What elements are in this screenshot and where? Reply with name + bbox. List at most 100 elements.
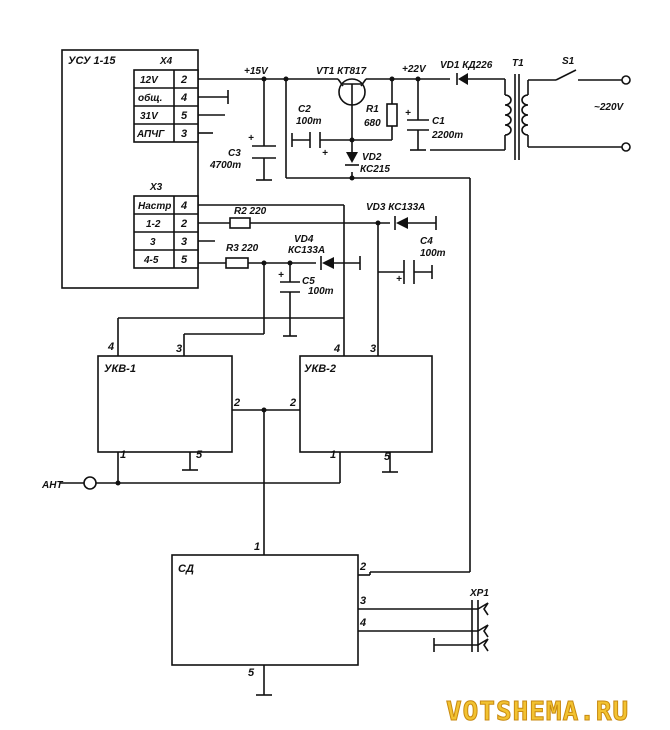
- c3-plus-sign: +: [248, 133, 254, 144]
- c4-capacitor: [403, 260, 415, 284]
- ukv1-pin-3: 3: [176, 343, 182, 355]
- s1-label: S1: [562, 56, 575, 67]
- sd-pin-5: 5: [248, 667, 255, 679]
- ukv2-pin-1: 1: [330, 449, 336, 461]
- x4-connector-name: X4: [159, 56, 173, 67]
- vt1-label: VT1 КТ817: [316, 66, 367, 77]
- r1-resistor: [386, 103, 398, 127]
- junction-dot: [261, 407, 267, 413]
- x3-row-1-label: Настр: [138, 201, 171, 212]
- x3-row-4-pin: 5: [181, 254, 188, 266]
- x4-connector: [133, 69, 199, 143]
- vd1-label: VD1 КД226: [440, 60, 493, 71]
- x4-row-4-label: АПЧГ: [136, 129, 165, 140]
- x4-row-2-pin: 4: [180, 92, 187, 104]
- s1-switch: [555, 69, 577, 81]
- mains-voltage-label: ~220V: [594, 102, 625, 113]
- sd-block-outline: [171, 554, 359, 666]
- ukv1-title: УКВ-1: [104, 363, 136, 375]
- r3-label: R3 220: [226, 243, 259, 254]
- power-wiring: [198, 78, 622, 572]
- ukv2-pin-4: 4: [333, 343, 340, 355]
- vd4-name: VD4: [294, 234, 314, 245]
- c1-plus-sign: +: [405, 108, 411, 119]
- vd3-label: VD3 КС133А: [366, 202, 425, 213]
- sd-wiring: [256, 571, 489, 696]
- c2-name: C2: [298, 104, 311, 115]
- x4-row-3-label: 31V: [140, 111, 159, 122]
- x3-row-1-pin: 4: [180, 200, 187, 212]
- vd2-zener-diode: [345, 152, 359, 166]
- junction-dot: [349, 175, 355, 181]
- x4-row-1-pin: 2: [180, 74, 187, 86]
- c4-plus-sign: +: [396, 274, 402, 285]
- watermark-logo: VOTSHEMA.RU: [446, 697, 629, 727]
- t1-label: T1: [512, 58, 524, 69]
- r3-resistor: [225, 257, 249, 269]
- junction-dot: [415, 76, 421, 82]
- ukv2-pin-5: 5: [384, 451, 391, 463]
- ukv-wiring: [60, 409, 398, 555]
- x3-row-2-pin: 2: [180, 218, 187, 230]
- vd3-zener-diode: [394, 216, 408, 230]
- mains-terminal: [621, 75, 631, 85]
- x4-row-4-pin: 3: [181, 128, 187, 140]
- c3-value: 4700m: [209, 160, 241, 171]
- c5-name: C5: [302, 276, 315, 287]
- ukv2-title: УКВ-2: [304, 363, 336, 375]
- ukv2-block-outline: [299, 355, 433, 453]
- ukv1-pin-5: 5: [196, 449, 203, 461]
- vd2-name: VD2: [362, 152, 382, 163]
- junction-dot: [375, 220, 381, 226]
- antenna-connector: [83, 476, 97, 490]
- plus22-rail-label: +22V: [402, 64, 427, 75]
- junction-dot: [261, 76, 267, 82]
- c5-value: 100m: [308, 286, 334, 297]
- c3-capacitor: [252, 145, 276, 159]
- ukv2-pin-3: 3: [370, 343, 376, 355]
- r2-resistor: [229, 217, 251, 229]
- x4-row-1-label: 12V: [140, 75, 159, 86]
- xp1-label: XP1: [469, 588, 489, 599]
- c1-capacitor: [407, 119, 429, 131]
- x4-row-2-label: общ.: [138, 92, 162, 104]
- ukv1-pin-4: 4: [107, 341, 114, 353]
- vt1-transistor: [337, 78, 367, 106]
- ukv1-pin-1: 1: [120, 449, 126, 461]
- vd4-value: КС133А: [288, 245, 325, 256]
- junction-dot: [283, 76, 289, 82]
- x4-row-3-pin: 5: [181, 110, 188, 122]
- vd2-value: КС215: [360, 164, 390, 175]
- plus15-rail-label: +15V: [244, 66, 269, 77]
- c1-value: 2200m: [431, 130, 463, 141]
- junction-dot: [115, 480, 121, 486]
- x3-row-3-label: 3: [150, 237, 156, 248]
- ukv1-pin-2: 2: [233, 397, 240, 409]
- ukv2-pin-2: 2: [289, 397, 296, 409]
- mains-terminal: [621, 142, 631, 152]
- r1-name: R1: [366, 104, 379, 115]
- c4-value: 100m: [420, 248, 446, 259]
- sd-title: СД: [178, 563, 194, 575]
- junction-dot: [349, 137, 355, 143]
- x3-row-4-label: 4-5: [143, 255, 159, 266]
- sd-pin-4: 4: [359, 617, 366, 629]
- x3-row-3-pin: 3: [181, 236, 187, 248]
- sd-pin-3: 3: [360, 595, 366, 607]
- t1-transformer: [504, 74, 529, 160]
- x3-row-2-label: 1-2: [146, 219, 161, 230]
- usu-block-title: УСУ 1-15: [68, 55, 116, 67]
- ant-label: АНТ: [41, 480, 63, 491]
- c2-capacitor: [309, 132, 321, 148]
- c3-name: C3: [228, 148, 241, 159]
- x3-connector-name: X3: [149, 182, 163, 193]
- sd-pin-1: 1: [254, 541, 260, 553]
- c4-name: C4: [420, 236, 433, 247]
- x3-connector: [133, 195, 199, 269]
- tuning-wiring: [117, 204, 437, 360]
- ukv1-block-outline: [97, 355, 233, 453]
- r2-label: R2 220: [234, 206, 267, 217]
- junction-dot: [261, 260, 267, 266]
- c2-value: 100m: [296, 116, 322, 127]
